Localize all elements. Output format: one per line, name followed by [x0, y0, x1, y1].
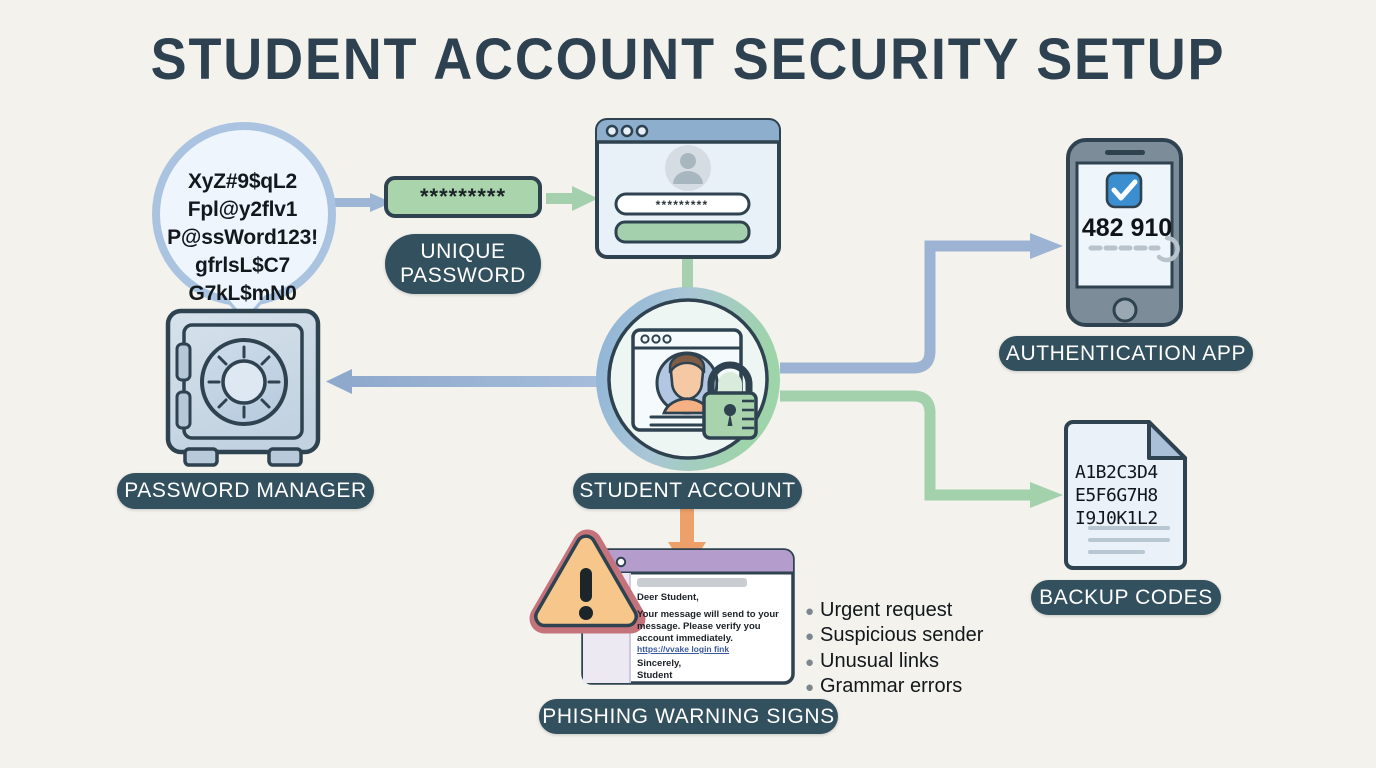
- backup-code-line: E5F6G7H8: [1075, 485, 1158, 507]
- bubble-line: gfrlsL$C7: [194, 253, 291, 277]
- warning-list-item-label: Grammar errors: [820, 675, 963, 698]
- password-bubble-text: XyZ#9$qL2 Fpl@y2flv1 P@ssWord123! gfrlsL…: [160, 168, 325, 308]
- login-password-field-value: *********: [655, 197, 709, 212]
- phishing-greeting: Deer Student,: [637, 592, 699, 603]
- arrow-account-to-auth-app: [780, 240, 1035, 374]
- arrow-bubble-to-password: [333, 193, 392, 212]
- student-account-icon: [596, 287, 780, 471]
- warning-list-item-label: Unusual links: [820, 649, 939, 672]
- label-backup-codes: BACKUP CODES: [1031, 580, 1221, 615]
- warning-list-item: ● Grammar errors: [805, 674, 1035, 699]
- bubble-line: G7kL$mN0: [188, 281, 297, 305]
- bubble-line: XyZ#9$qL2: [187, 170, 298, 193]
- label-unique-password: UNIQUE PASSWORD: [385, 234, 541, 294]
- page-title: STUDENT ACCOUNT SECURITY SETUP: [150, 27, 1226, 92]
- phishing-link[interactable]: https://vvake login fink: [637, 644, 730, 654]
- document-icon: [1064, 420, 1187, 570]
- arrow-account-to-manager: [326, 369, 620, 394]
- bubble-line: P@ssWord123!: [167, 225, 318, 249]
- warning-list-item: ● Suspicious sender: [805, 623, 1035, 648]
- warning-triangle-icon: [529, 529, 646, 634]
- bullet-dot: ●: [805, 603, 815, 620]
- login-browser-window: [595, 118, 781, 259]
- warning-list-item-label: Urgent request: [820, 599, 953, 621]
- arrowhead-backup-codes: [1030, 482, 1063, 508]
- bullet-dot: ●: [805, 679, 815, 697]
- warning-list-item: ● Unusual links: [805, 649, 1035, 674]
- label-unique-password-line2: PASSWORD: [400, 264, 526, 287]
- password-bubble: [152, 122, 336, 324]
- backup-code-line: I9J0K1L2: [1075, 508, 1158, 530]
- bullet-dot: ●: [805, 628, 815, 646]
- arrow-password-to-login: [546, 186, 598, 211]
- warning-list-item: ● Urgent request: [805, 598, 1035, 623]
- phishing-body: Your message will send to your message. …: [637, 609, 779, 645]
- phishing-signoff: Sincerely, Student: [637, 658, 681, 683]
- phishing-signoff-line: Sincerely,: [637, 658, 682, 669]
- unique-password-value: *********: [419, 183, 507, 209]
- unique-password-field[interactable]: [384, 176, 542, 218]
- backup-codes-list: A1B2C3D4 E5F6G7H8 I9J0K1L2: [1075, 461, 1193, 531]
- bubble-line: Fpl@y2flv1: [187, 197, 298, 221]
- phishing-warning-list: ● Urgent request ● Suspicious sender ● U…: [805, 598, 1035, 700]
- arrowhead-auth-app: [1030, 233, 1063, 259]
- backup-code-line: A1B2C3D4: [1075, 462, 1158, 483]
- smartphone-icon: [1066, 138, 1183, 327]
- label-unique-password-line1: UNIQUE: [420, 240, 506, 264]
- connector-login-to-account: [682, 256, 693, 308]
- label-authentication-app: AUTHENTICATION APP: [999, 336, 1253, 371]
- auth-code: 482 910: [1081, 214, 1173, 242]
- safe-vault-icon: [165, 308, 321, 467]
- warning-list-item-label: Suspicious sender: [820, 624, 984, 647]
- bullet-dot: ●: [805, 653, 815, 671]
- label-password-manager: PASSWORD MANAGER: [117, 473, 374, 509]
- phishing-signoff-line: Student: [637, 670, 673, 682]
- arrow-account-to-backup-codes: [780, 390, 1035, 501]
- label-student-account: STUDENT ACCOUNT: [573, 473, 802, 509]
- label-phishing-warning-signs: PHISHING WARNING SIGNS: [539, 699, 838, 734]
